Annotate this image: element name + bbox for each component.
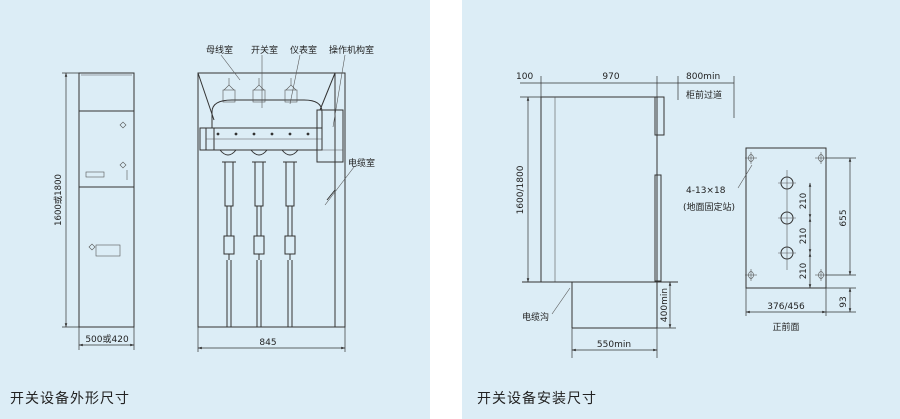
dim-front-gap: 100 — [516, 72, 533, 82]
label-switch-room: 开关室 — [251, 44, 278, 56]
height-dim-label-right: 1600/1800 — [516, 165, 526, 214]
hole-note: (地面固定站) — [683, 201, 735, 213]
caption-right: 开关设备安装尺寸 — [477, 391, 597, 407]
cabinet-side-view — [62, 72, 135, 350]
dim-trench-depth: 400min — [660, 288, 670, 322]
installation-side-view — [520, 76, 735, 358]
spacing-dim-2: 210 — [799, 228, 809, 244]
label-front-face: 正前面 — [772, 321, 799, 333]
right-figure-panel — [462, 0, 900, 419]
plan-width-dim: 376/456 — [767, 302, 805, 312]
dim-front-clearance: 800min — [686, 72, 720, 82]
label-busbar-room: 母线室 — [206, 44, 233, 56]
total-height-dim: 655 — [839, 209, 849, 226]
label-cable-trench: 电缆沟 — [522, 311, 549, 323]
hole-spec: 4-13×18 — [686, 186, 726, 196]
spacing-dim-1: 210 — [799, 193, 809, 209]
label-instrument-room: 仪表室 — [290, 44, 317, 56]
spacing-dim-3: 210 — [799, 263, 809, 279]
dim-trench-width: 550min — [597, 340, 631, 350]
caption-left: 开关设备外形尺寸 — [10, 391, 130, 407]
installation-plan-view — [737, 147, 856, 316]
label-cable-room: 电缆室 — [348, 157, 375, 169]
dim-depth: 970 — [602, 72, 619, 82]
side-width-dim-label: 500或420 — [85, 333, 129, 345]
front-width-dim-label: 845 — [259, 338, 276, 348]
height-dim-label-left: 1600或1800 — [53, 174, 64, 226]
bottom-offset-dim: 93 — [839, 296, 849, 307]
cabinet-internal-view — [197, 54, 355, 352]
label-mechanism-room: 操作机构室 — [329, 44, 374, 56]
label-front-passage: 柜前过道 — [686, 89, 722, 101]
